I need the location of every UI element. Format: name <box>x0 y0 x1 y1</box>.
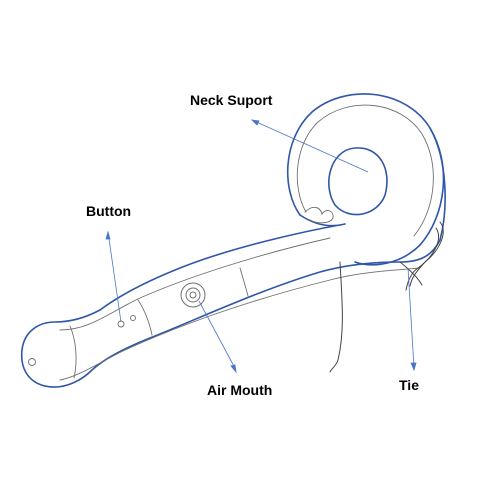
label-neck-support: Neck Suport <box>190 92 273 108</box>
label-air-mouth: Air Mouth <box>207 382 272 398</box>
tube-right-edge <box>429 127 446 241</box>
leader-lines <box>105 119 417 374</box>
label-tie: Tie <box>399 377 419 393</box>
pillow-outline <box>20 93 446 388</box>
tube-bottom-edge <box>44 239 441 388</box>
leader-neck-support <box>251 119 369 173</box>
tie-strings <box>329 221 444 373</box>
neck-lump <box>304 206 334 224</box>
label-button: Button <box>86 203 131 219</box>
neck-ring-outer <box>286 93 445 266</box>
air-valve-icon <box>180 282 206 308</box>
tube-top-edge <box>20 214 346 387</box>
sketch-details <box>59 104 434 381</box>
leader-air-mouth <box>198 300 237 371</box>
neck-ring-inner <box>328 147 388 216</box>
leader-button <box>107 231 122 323</box>
leader-tie <box>407 267 415 369</box>
